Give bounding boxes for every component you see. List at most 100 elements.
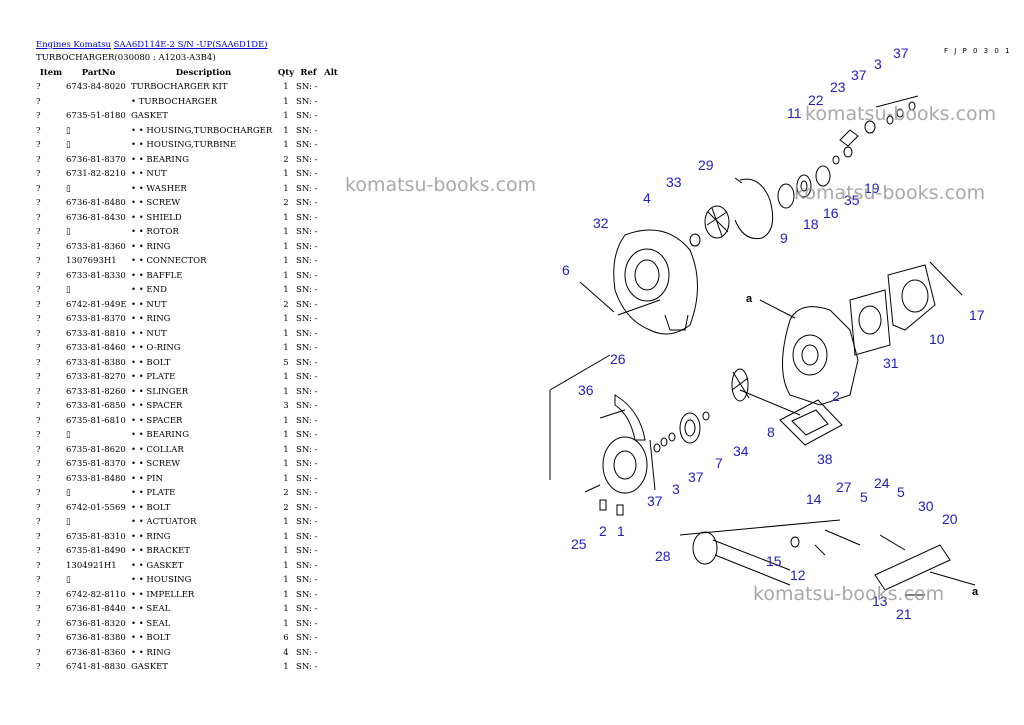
- description-cell: • • ROTOR: [131, 227, 179, 238]
- description-cell: • • SEAL: [131, 604, 171, 615]
- qty-cell: 6: [283, 633, 289, 644]
- partno-cell: 6733-81-8380: [66, 357, 126, 368]
- ref-cell: SN: -: [296, 357, 318, 368]
- ref-cell: SN: -: [296, 314, 318, 325]
- breadcrumb-model-link[interactable]: SAA6D114E-2 S/N -UP(SAA6D1DE): [113, 40, 268, 50]
- callout-32: 32: [593, 215, 609, 231]
- partno-cell: 6733-81-8460: [66, 343, 126, 354]
- item-cell: ?: [36, 96, 41, 107]
- item-cell: ?: [36, 459, 41, 470]
- qty-cell: 2: [283, 299, 289, 310]
- partno-cell: 6736-81-8370: [66, 154, 126, 165]
- partno-cell: 6735-81-8370: [66, 459, 126, 470]
- alt-cell: [321, 109, 341, 124]
- breadcrumb-engines-link[interactable]: Engines Komatsu: [36, 40, 112, 50]
- description-cell: • • SCREW: [131, 198, 181, 209]
- alt-cell: [321, 167, 341, 182]
- ref-cell: SN: -: [296, 212, 318, 223]
- ref-cell: SN: -: [296, 430, 318, 441]
- item-cell: ?: [36, 473, 41, 484]
- item-cell: ?: [36, 82, 41, 93]
- description-cell: • • ACTUATOR: [131, 517, 197, 528]
- description-cell: • • PIN: [131, 473, 163, 484]
- callout-3: 3: [874, 56, 882, 72]
- callout-15: 15: [766, 553, 782, 569]
- description-cell: • • NUT: [131, 299, 167, 310]
- item-cell: ?: [36, 372, 41, 383]
- partno-cell: 6736-81-8440: [66, 604, 126, 615]
- ref-cell: SN: -: [296, 546, 318, 557]
- partno-cell: 6743-84-8020: [66, 82, 126, 93]
- ref-cell: SN: -: [296, 618, 318, 629]
- qty-cell: 1: [283, 662, 289, 673]
- callout-28: 28: [655, 548, 671, 564]
- watermark: komatsu-books.com: [345, 174, 537, 196]
- alt-cell: [321, 631, 341, 646]
- ref-cell: SN: -: [296, 604, 318, 615]
- ref-cell: SN: -: [296, 401, 318, 412]
- alt-cell: [321, 573, 341, 588]
- item-cell: ?: [36, 343, 41, 354]
- item-cell: ?: [36, 169, 41, 180]
- alt-cell: [321, 443, 341, 458]
- alt-cell: [321, 254, 341, 269]
- description-cell: • • RING: [131, 647, 171, 658]
- qty-cell: 2: [283, 198, 289, 209]
- description-cell: • • SPACER: [131, 415, 183, 426]
- ref-cell: SN: -: [296, 488, 318, 499]
- item-cell: ?: [36, 212, 41, 223]
- item-cell: ?: [36, 604, 41, 615]
- qty-cell: 1: [283, 575, 289, 586]
- ref-cell: SN: -: [296, 198, 318, 209]
- exploded-parts-diagram: 37 3 37 23 22 11 19 35 16 18 9 29 33 4 3…: [549, 45, 985, 622]
- partno-cell: 6733-81-8260: [66, 386, 126, 397]
- item-cell: ?: [36, 502, 41, 513]
- description-cell: • • O-RING: [131, 343, 181, 354]
- alt-cell: [321, 602, 341, 617]
- callout-1: 1: [617, 523, 625, 539]
- partno-cell: 6742-81-949E: [66, 299, 127, 310]
- qty-cell: 4: [283, 647, 289, 658]
- qty-cell: 5: [283, 357, 289, 368]
- callout-2: 2: [832, 388, 840, 404]
- description-cell: • • SPACER: [131, 401, 183, 412]
- arrow-label-a: a: [972, 586, 979, 598]
- description-cell: • • WASHER: [131, 183, 187, 194]
- item-cell: ?: [36, 256, 41, 267]
- qty-cell: 1: [283, 328, 289, 339]
- item-cell: ?: [36, 415, 41, 426]
- ref-cell: SN: -: [296, 299, 318, 310]
- item-cell: ?: [36, 662, 41, 673]
- alt-cell: [321, 80, 341, 95]
- alt-cell: [321, 414, 341, 429]
- item-cell: ?: [36, 285, 41, 296]
- header-description: Description: [175, 68, 232, 78]
- alt-cell: [321, 269, 341, 284]
- callout-37: 37: [688, 469, 704, 485]
- description-cell: • • BRACKET: [131, 546, 190, 557]
- arrow-label-a: a: [746, 293, 753, 305]
- partno-cell: 6742-82-8110: [66, 589, 126, 600]
- description-cell: • • NUT: [131, 169, 167, 180]
- description-cell: • • SHIELD: [131, 212, 182, 223]
- qty-cell: 1: [283, 473, 289, 484]
- alt-cell: [321, 196, 341, 211]
- partno-cell: 6735-81-8490: [66, 546, 126, 557]
- callout-18: 18: [803, 216, 819, 232]
- item-cell: ?: [36, 488, 41, 499]
- alt-cell: [321, 544, 341, 559]
